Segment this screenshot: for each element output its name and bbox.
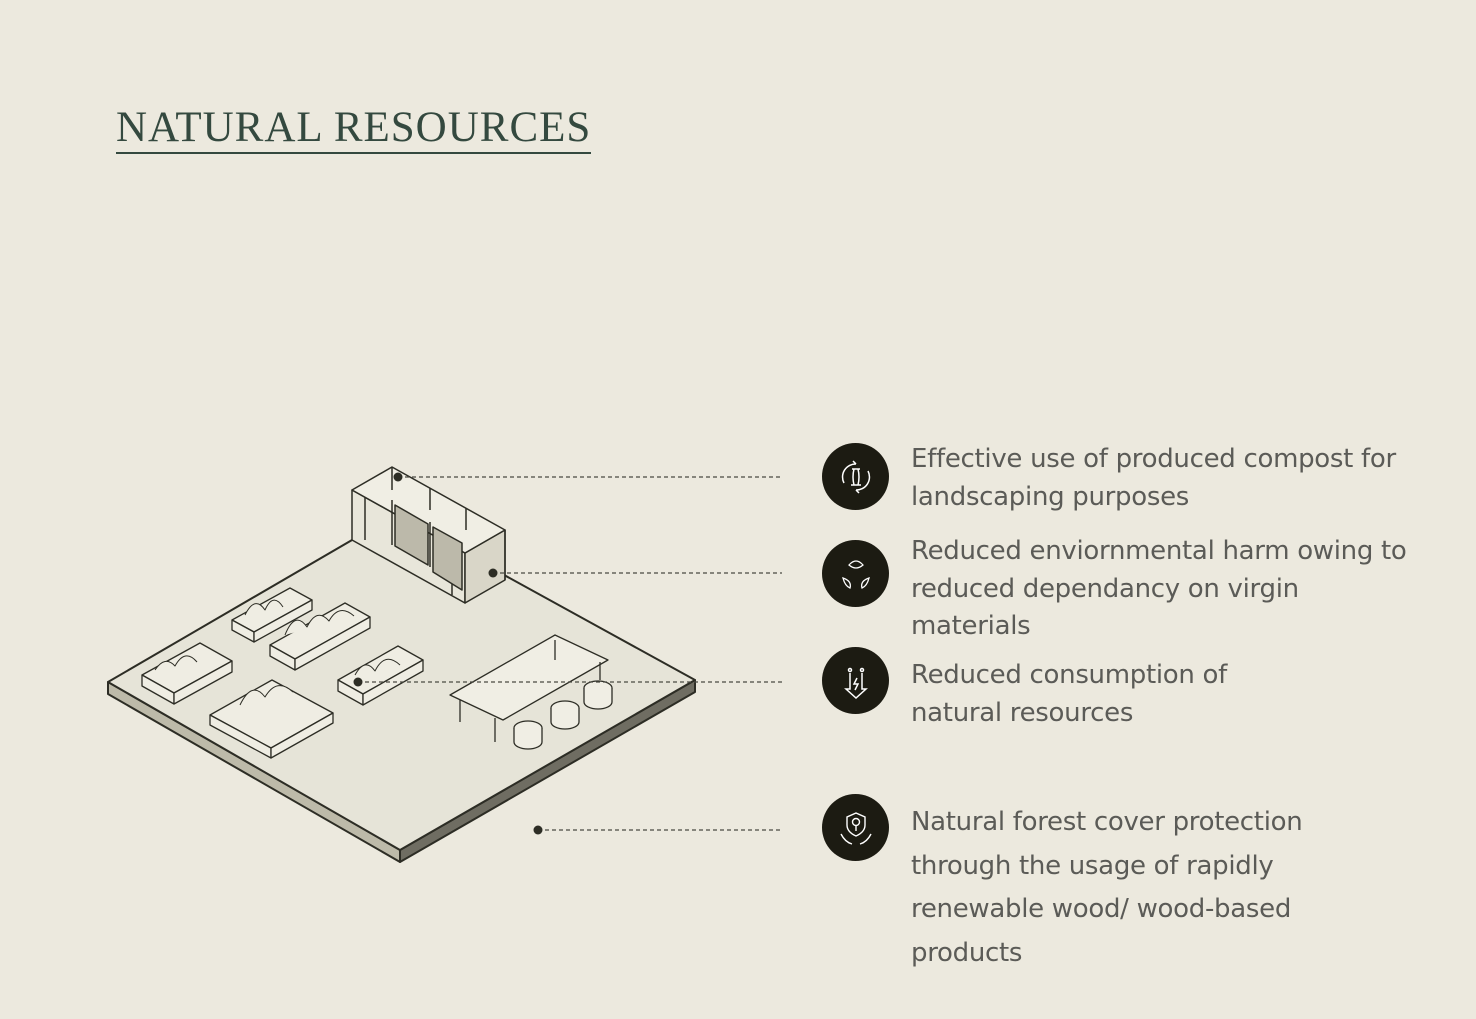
reduce-energy-icon [822, 647, 889, 714]
leader-dot-1 [393, 472, 403, 482]
picnic-table [449, 634, 613, 750]
benefit-text-3: Reduced consumption of natural resources [911, 660, 1228, 728]
leader-dot-3 [353, 677, 363, 687]
leader-dot-4 [533, 825, 543, 835]
leader-lines [358, 476, 782, 831]
leaves-cycle-icon [822, 540, 889, 607]
compost-bins [351, 466, 506, 604]
page-title: NATURAL RESOURCES [116, 106, 592, 154]
benefit-text-4: Natural forest cover protection through … [911, 807, 1303, 968]
benefit-text-2: Reduced enviornmental harm owing to redu… [911, 536, 1407, 641]
compost-recycle-icon [822, 443, 889, 510]
leader-dot-2 [488, 568, 498, 578]
planter-boxes [141, 587, 424, 759]
benefit-text-1: Effective use of produced compost for la… [911, 444, 1396, 512]
forest-protection-icon [822, 794, 889, 861]
